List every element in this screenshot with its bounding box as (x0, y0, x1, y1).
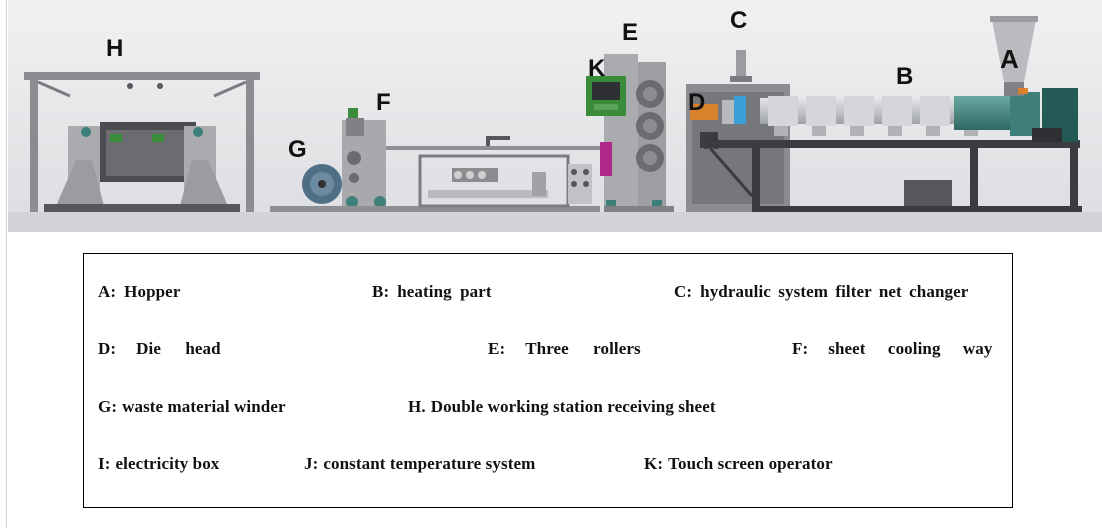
label-g: G (288, 136, 307, 163)
legend-row-4: I:electricity box J:constant temperature… (84, 454, 1012, 478)
label-f: F (376, 89, 391, 116)
filter-changer-c (730, 50, 752, 82)
label-b: B (896, 63, 913, 90)
guide-pipe (486, 136, 510, 146)
temperature-system-j (418, 154, 592, 208)
legend-item-b: B:heating part (372, 282, 492, 301)
legend-row-1: A:Hopper B:heating part C:hydraulic syst… (84, 282, 1012, 306)
legend-item-k: K:Touch screen operator (644, 454, 833, 473)
base-rail (270, 206, 600, 212)
label-a: A (1000, 44, 1019, 74)
label-e: E (622, 19, 638, 46)
waste-winder-g (302, 164, 342, 204)
legend-row-2: D:Die head E:Three rollers F:sheet cooli… (84, 339, 1012, 363)
legend-item-f: F:sheet cooling way (792, 339, 993, 358)
motor-gearbox (954, 88, 1078, 142)
legend-box: A:Hopper B:heating part C:hydraulic syst… (83, 253, 1013, 508)
cooling-stand-f (342, 108, 386, 208)
legend-item-a: A:Hopper (98, 282, 181, 301)
legend-item-h: H.Double working station receiving sheet (408, 397, 716, 416)
extruder-frame (700, 140, 1082, 212)
legend-item-e: E:Three rollers (488, 339, 641, 358)
left-border-line (6, 0, 7, 528)
legend-item-i: I:electricity box (98, 454, 220, 473)
label-h: H (106, 35, 123, 62)
legend-item-d: D:Die head (98, 339, 221, 358)
label-d: D (688, 89, 705, 116)
legend-row-3: G:waste material winder H.Double working… (84, 397, 1012, 421)
extrusion-line-diagram: H G F K E C D B A (8, 0, 1102, 232)
label-c: C (730, 7, 747, 34)
heating-barrel-b (760, 96, 992, 136)
legend-item-c: C:hydraulic system filter net changer (674, 282, 969, 301)
floor-shadow (8, 212, 1102, 232)
receiving-station-h (24, 72, 260, 212)
legend-item-g: G:waste material winder (98, 397, 286, 416)
touch-screen-k (586, 76, 626, 116)
hopper-a (990, 16, 1038, 96)
label-k: K (588, 55, 606, 82)
legend-item-j: J:constant temperature system (304, 454, 536, 473)
top-rail (386, 146, 600, 150)
